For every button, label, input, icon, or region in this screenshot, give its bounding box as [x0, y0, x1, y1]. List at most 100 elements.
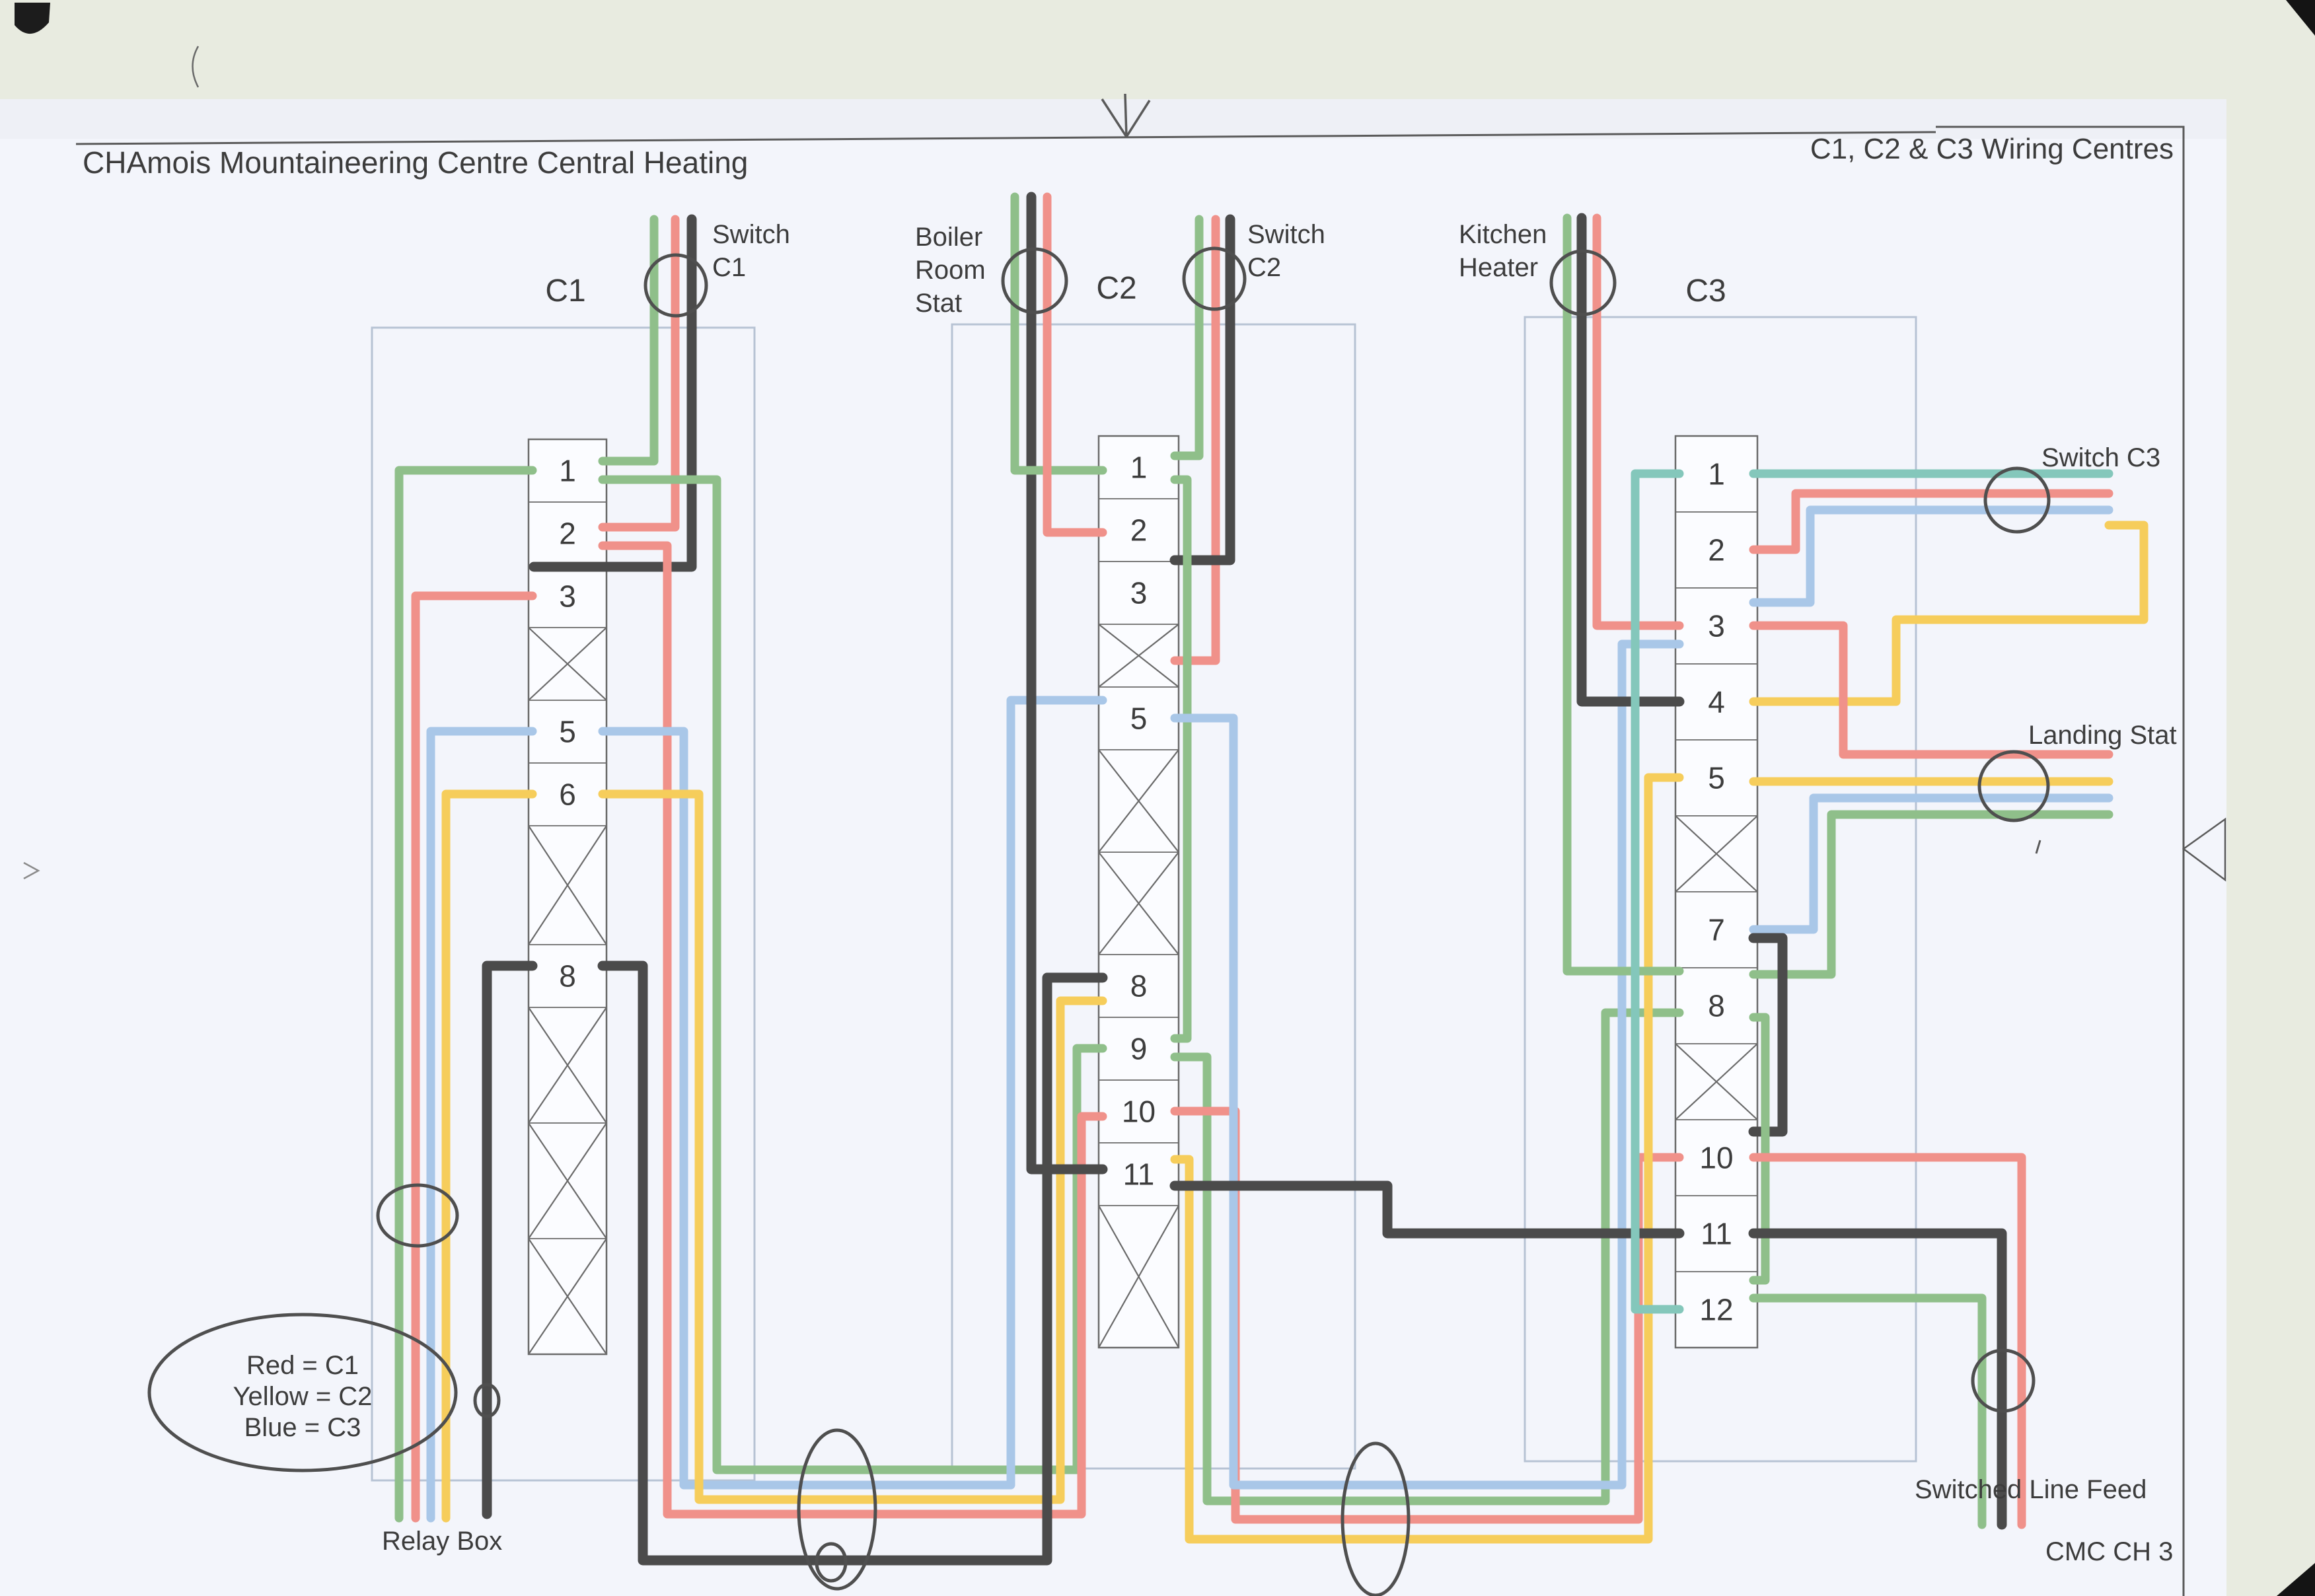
cross-mark — [528, 1007, 607, 1124]
cross-mark — [528, 1122, 607, 1239]
terminal-number-c2-1: 1 — [1130, 451, 1148, 485]
switched-line-feed-circle — [1971, 1348, 2036, 1413]
scan-blob-top-right — [2286, 0, 2315, 36]
terminal-number-c3-11: 11 — [1701, 1217, 1732, 1251]
terminal-number-c3-5: 5 — [1708, 761, 1725, 795]
c1-t1-switch-c1-wire — [598, 215, 659, 466]
text-labels: CHAmois Mountaineering Centre Central He… — [83, 133, 2177, 1566]
cross-mark — [1098, 749, 1179, 853]
c2-t11-c3-t11-wire — [1169, 1180, 1685, 1239]
title: CHAmois Mountaineering Centre Central He… — [83, 145, 748, 180]
legend-line-0: Red = C1 — [246, 1351, 359, 1380]
kitchen-heater-circle — [1549, 249, 1617, 316]
paren-scan-mark — [192, 46, 200, 88]
terminal-number-c1-8: 8 — [559, 959, 576, 994]
c1-t1-c2-t9-wire — [598, 475, 1107, 1474]
terminal-number-c2-3: 3 — [1130, 576, 1148, 610]
c1-t8-relay-box-wire — [482, 961, 538, 1519]
terminal-number-c3-2: 2 — [1708, 533, 1725, 567]
switch-c2-label-line-0: Switch — [1247, 220, 1325, 249]
top-arrow-mark-0 — [1101, 98, 1128, 137]
terminal-number-c3-1: 1 — [1708, 457, 1725, 491]
scan-blob-top-left — [15, 3, 50, 34]
terminal-number-c1-5: 5 — [559, 715, 576, 749]
scan-blob-bottom-right — [2277, 1563, 2315, 1596]
c1-c2-bundle-small-circle — [815, 1542, 848, 1583]
c3-label: C3 — [1685, 273, 1726, 308]
switch-c1-label-line-0: Switch — [712, 220, 790, 249]
terminal-number-c3-3: 3 — [1708, 609, 1725, 643]
legend-line-1: Yellow = C2 — [233, 1382, 373, 1411]
c1-t3-relay-box-wire — [411, 591, 537, 1523]
terminal-number-c3-4: 4 — [1708, 685, 1725, 719]
c2-t1-switch-c2-wire — [1170, 215, 1204, 460]
top-arrow-mark-1 — [1124, 93, 1128, 137]
terminal-number-c1-6: 6 — [559, 778, 576, 812]
terminal-number-c2-11: 11 — [1123, 1157, 1155, 1192]
terminal-number-c1-3: 3 — [559, 579, 576, 614]
top-arrow-mark-2 — [1125, 100, 1151, 137]
border-triangle-marker — [2182, 817, 2226, 882]
c3-t10-switched-line-feed-wire — [1749, 1153, 2026, 1529]
c3-t8-t12-loop-wire — [1749, 1013, 1770, 1285]
switch-c3-circle — [1983, 466, 2051, 534]
switch-c1-label-line-1: C1 — [712, 253, 746, 282]
c1-t2-switch-c1-wire — [598, 215, 680, 532]
kitchen-heater-label-line-0: Kitchen — [1459, 220, 1547, 249]
c1-t1-relay-box-wire — [394, 466, 537, 1523]
c3-wiring-centre-box — [1524, 316, 1917, 1463]
boiler-room-stat-label-line-1: Room — [915, 256, 986, 285]
header-right: C1, C2 & C3 Wiring Centres — [1810, 133, 2174, 165]
wiring-centre-boxes — [371, 316, 1917, 1482]
terminal-number-c3-10: 10 — [1699, 1141, 1733, 1175]
strip-outline-c1 — [527, 438, 608, 1356]
c1-t5-c2-t5-wire — [598, 696, 1107, 1490]
top-border-line — [75, 131, 1936, 145]
relay-box-label: Relay Box — [382, 1527, 502, 1556]
terminal-number-c2-10: 10 — [1122, 1095, 1156, 1129]
c2-t11-c3-t5-wire — [1170, 773, 1684, 1544]
legend-ellipse — [147, 1313, 458, 1472]
switched-line-feed-label: Switched Line Feed — [1915, 1475, 2147, 1504]
landing-stat-label: Landing Stat — [2028, 721, 2177, 750]
cross-mark — [528, 825, 607, 945]
cross-mark — [528, 627, 607, 701]
c2-label: C2 — [1096, 271, 1136, 306]
boiler-stat-c2-t1-wire — [1010, 192, 1107, 475]
strip-outline-c2 — [1097, 435, 1180, 1349]
terminal-number-c2-5: 5 — [1130, 702, 1148, 736]
cross-mark — [1675, 1043, 1758, 1120]
kitchen-heater-c3-t4-wire — [1576, 213, 1685, 707]
terminal-number-c2-9: 9 — [1130, 1032, 1148, 1066]
kitchen-heater-label-line-1: Heater — [1459, 253, 1538, 282]
page-borders — [23, 46, 2226, 1596]
boiler-stat-c2-t11-wire — [1026, 192, 1108, 1175]
kitchen-heater-c3-t8-wire — [1562, 213, 1684, 976]
legend-line-2: Blue = C3 — [244, 1413, 361, 1442]
switch-c2-label-line-1: C2 — [1247, 253, 1281, 282]
c1-t5-relay-box-wire — [426, 727, 537, 1523]
cross-mark — [1098, 624, 1179, 688]
c3-t11-switched-line-feed-wire — [1748, 1228, 2007, 1530]
c2-c3-bundle-circle — [1341, 1441, 1411, 1596]
c3-t7-landing-stat-wire — [1749, 793, 2113, 934]
relay-dark-wire-circle — [473, 1383, 501, 1418]
marker-circles — [147, 246, 2051, 1596]
terminal-number-c2-2: 2 — [1130, 513, 1148, 548]
terminal-number-c3-12: 12 — [1699, 1293, 1733, 1327]
terminal-number-c3-7: 7 — [1708, 913, 1725, 947]
boiler-room-stat-label-line-0: Boiler — [915, 223, 982, 252]
cross-mark — [1675, 815, 1758, 892]
c3-t4-switch-c3-wire — [1749, 521, 2149, 706]
cmc-ch3-label: CMC CH 3 — [2045, 1537, 2173, 1566]
terminal-number-c1-2: 2 — [559, 517, 576, 551]
right-border-line — [1936, 126, 2185, 1596]
cross-mark — [528, 1238, 607, 1355]
c3-t1-t12-loop-wire — [1631, 469, 1684, 1314]
boiler-room-stat-label-line-2: Stat — [915, 289, 962, 318]
